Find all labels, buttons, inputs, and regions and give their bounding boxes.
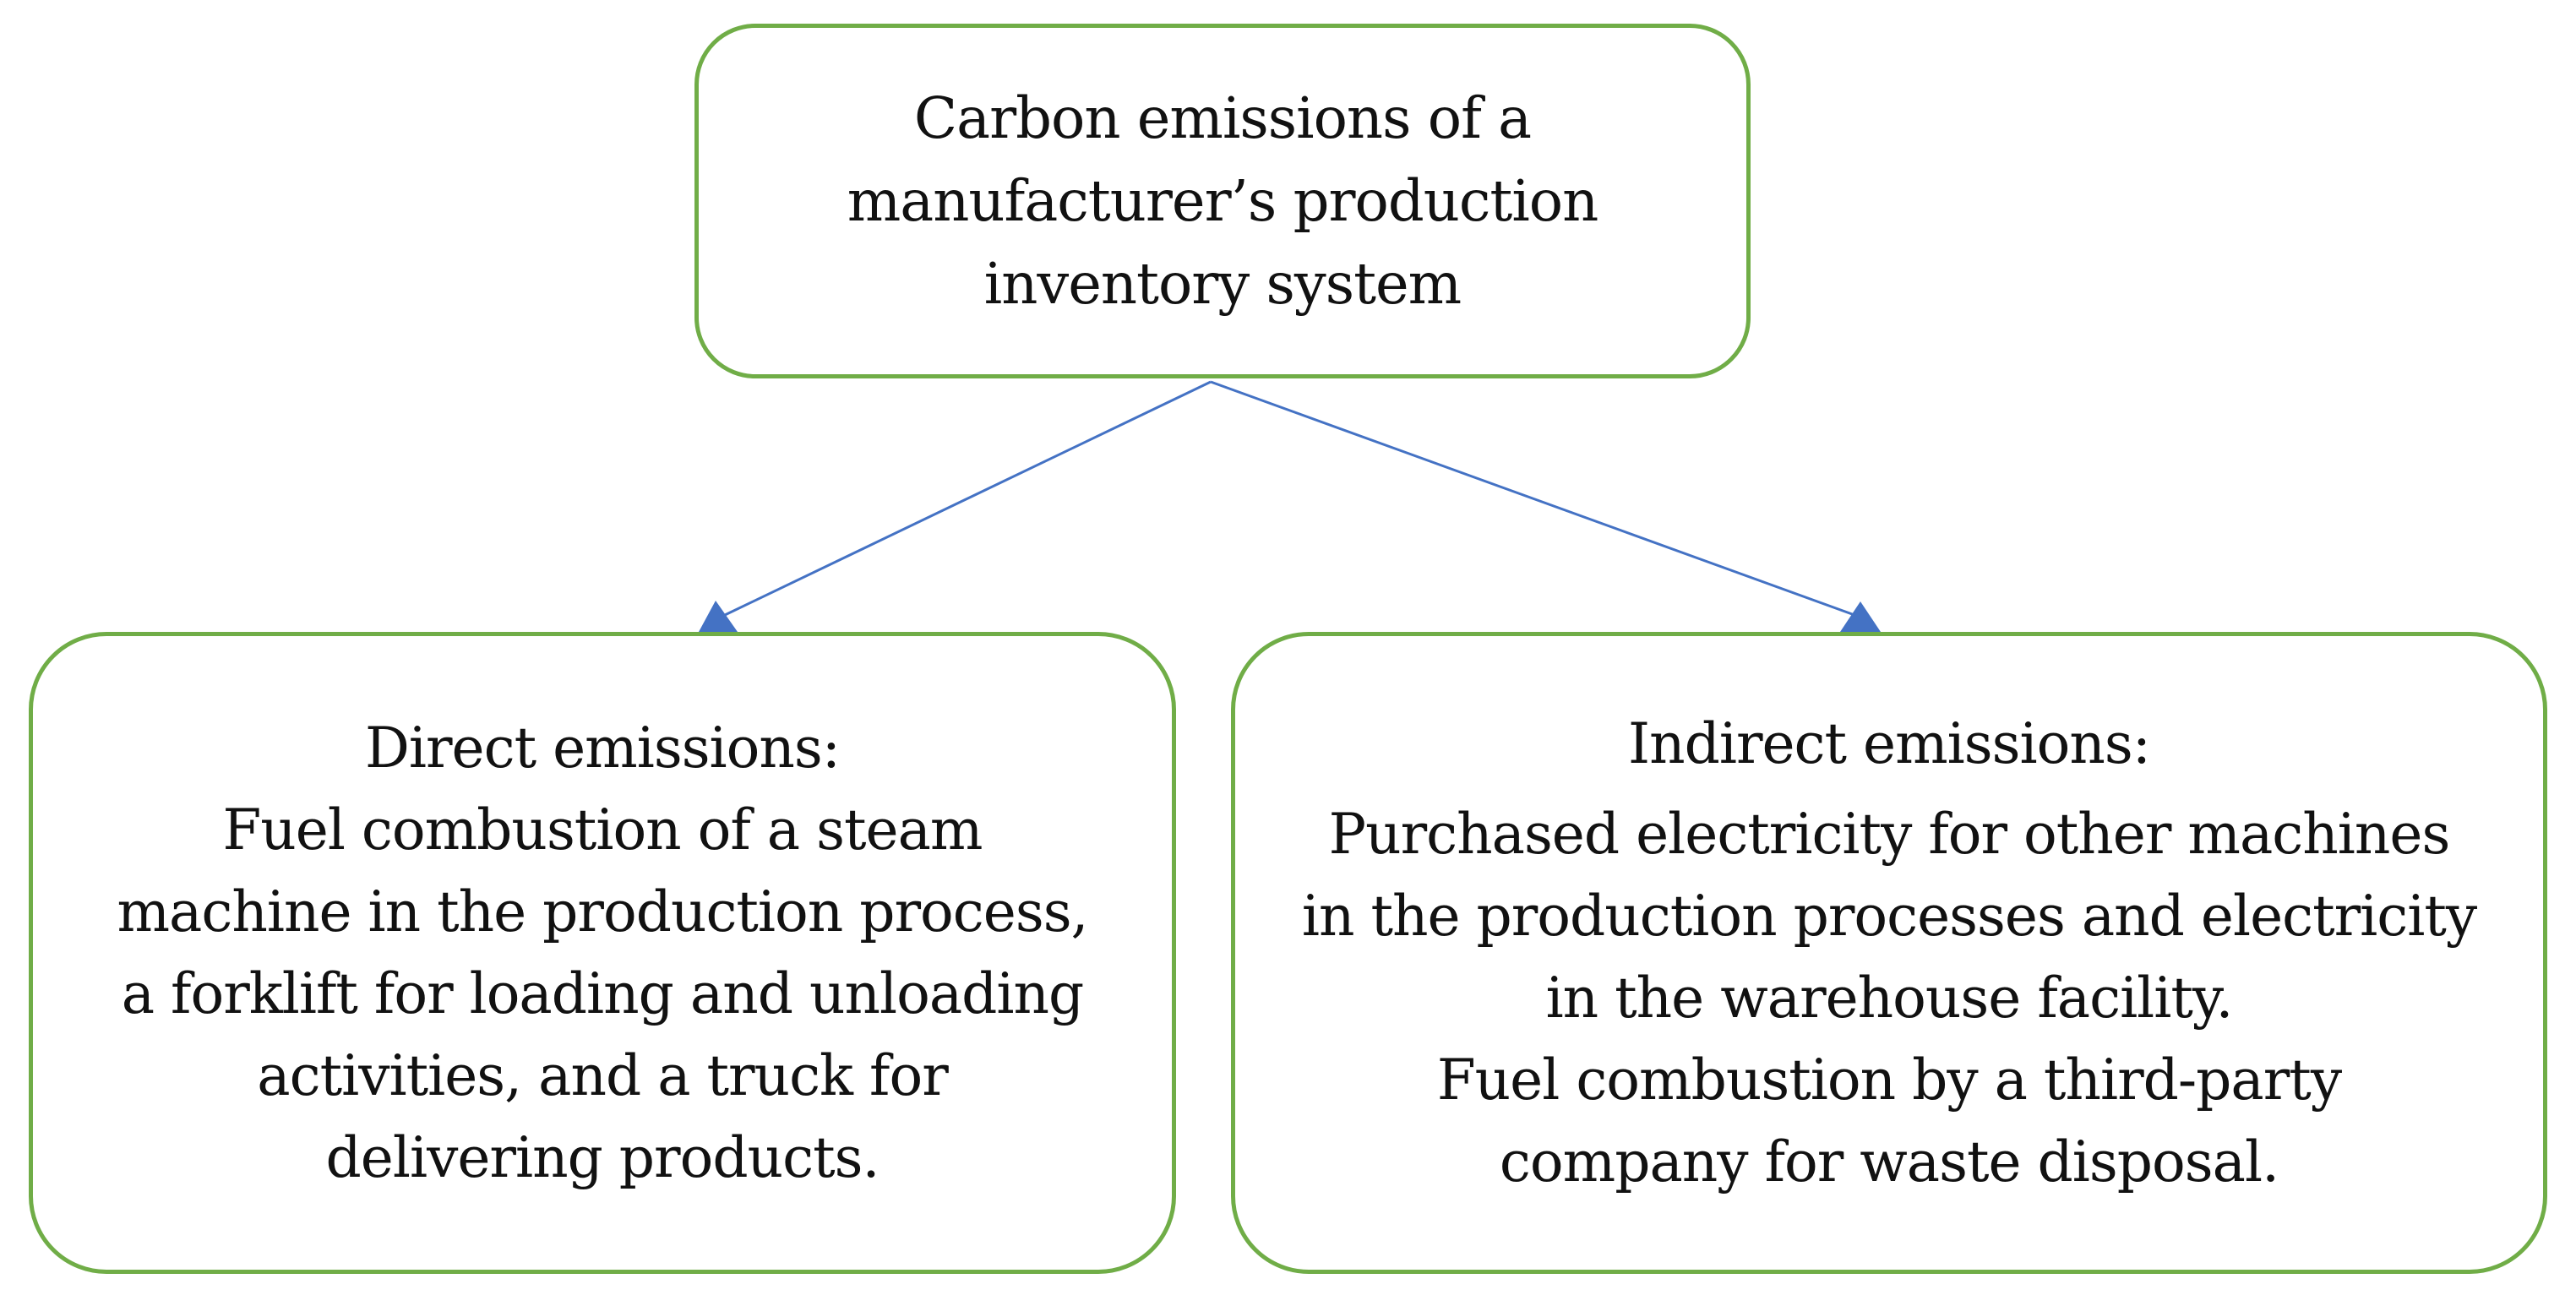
direct-line-4: activities, and a truck for bbox=[257, 1043, 948, 1108]
indirect-line-2: in the production processes and electric… bbox=[1301, 884, 2477, 949]
arrow-to-direct bbox=[724, 380, 1212, 617]
indirect-line-3: in the warehouse facility. bbox=[1545, 966, 2234, 1031]
direct-line-2: machine in the production process, bbox=[117, 879, 1088, 944]
indirect-line-4: Fuel combustion by a third-party bbox=[1436, 1048, 2342, 1113]
root-line-2: manufacturer’s production bbox=[847, 168, 1598, 234]
indirect-heading: Indirect emissions: bbox=[1628, 711, 2151, 776]
root-line-1: Carbon emissions of a bbox=[913, 85, 1532, 151]
root-line-3: inventory system bbox=[983, 251, 1462, 317]
direct-line-3: a forklift for loading and unloading bbox=[121, 961, 1085, 1026]
direct-heading: Direct emissions: bbox=[364, 716, 841, 781]
direct-line-1: Fuel combustion of a steam bbox=[222, 797, 983, 863]
indirect-line-1: Purchased electricity for other machines bbox=[1328, 802, 2451, 867]
indirect-emissions-node: Indirect emissions: Purchased electricit… bbox=[1231, 632, 2547, 1274]
indirect-line-5: company for waste disposal. bbox=[1499, 1129, 2279, 1194]
arrowhead-direct-icon bbox=[699, 601, 738, 632]
root-node: Carbon emissions of a manufacturer’s pro… bbox=[694, 24, 1751, 378]
direct-emissions-node: Direct emissions: Fuel combustion of a s… bbox=[29, 632, 1176, 1274]
arrowhead-indirect-icon bbox=[1840, 601, 1881, 632]
arrow-to-indirect bbox=[1210, 380, 1855, 617]
direct-line-5: delivering products. bbox=[325, 1125, 880, 1190]
